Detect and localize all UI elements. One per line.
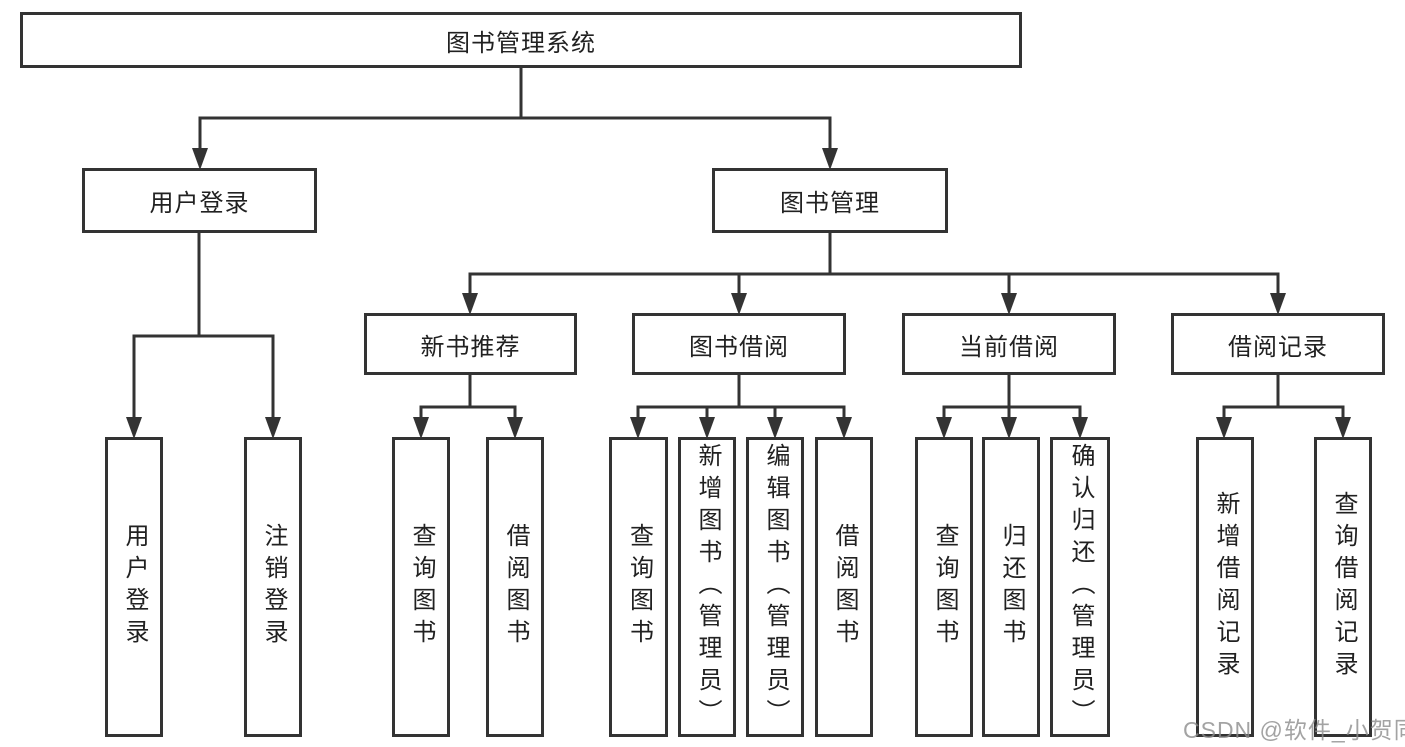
node-label: 当前借阅	[959, 333, 1059, 361]
arrowhead-icon	[462, 293, 478, 315]
arrowhead-icon	[822, 148, 838, 170]
node-edit-book-admin: 编辑图书（管理员）	[746, 437, 804, 737]
node-search-books-recommend: 查询图书	[392, 437, 450, 737]
node-label: 借阅记录	[1228, 333, 1328, 361]
arrowhead-icon	[936, 417, 952, 439]
arrowhead-icon	[1001, 293, 1017, 315]
node-add-book-admin: 新增图书（管理员）	[678, 437, 736, 737]
node-search-books-borrowing: 查询图书	[609, 437, 668, 737]
arrowhead-icon	[1270, 293, 1286, 315]
arrowhead-icon	[1335, 417, 1351, 439]
arrowhead-icon	[630, 417, 646, 439]
node-label: 确认归还（管理员）	[1067, 443, 1094, 731]
node-label: 归还图书	[998, 523, 1025, 651]
node-return-book: 归还图书	[982, 437, 1040, 737]
node-borrow-books-borrowing: 借阅图书	[815, 437, 873, 737]
node-logout: 注销登录	[244, 437, 302, 737]
node-borrowing-records: 借阅记录	[1171, 313, 1385, 375]
node-label: 注销登录	[260, 523, 287, 651]
node-label: 借阅图书	[831, 523, 858, 651]
node-current-borrowing: 当前借阅	[902, 313, 1116, 375]
node-borrow-books-recommend: 借阅图书	[486, 437, 544, 737]
arrowhead-icon	[699, 417, 715, 439]
watermark: CSDN @软件_小贺同学	[1183, 717, 1405, 743]
arrowhead-icon	[192, 148, 208, 170]
node-label: 图书借阅	[689, 333, 789, 361]
node-book-borrowing: 图书借阅	[632, 313, 846, 375]
node-add-borrow-record: 新增借阅记录	[1196, 437, 1254, 737]
arrowhead-icon	[507, 417, 523, 439]
node-label: 查询图书	[931, 523, 958, 651]
node-label: 新增借阅记录	[1212, 491, 1239, 683]
arrowhead-icon	[126, 417, 142, 439]
node-label: 查询图书	[408, 523, 435, 651]
node-book-management: 图书管理	[712, 168, 948, 233]
arrowhead-icon	[767, 417, 783, 439]
arrowhead-icon	[265, 417, 281, 439]
node-label: 用户登录	[121, 523, 148, 651]
arrowhead-icon	[1216, 417, 1232, 439]
node-library-management-system: 图书管理系统	[20, 12, 1022, 68]
node-label: 图书管理	[780, 190, 880, 217]
arrowhead-icon	[413, 417, 429, 439]
node-label: 编辑图书（管理员）	[762, 443, 789, 731]
arrowhead-icon	[1001, 417, 1017, 439]
arrowhead-icon	[731, 293, 747, 315]
node-label: 图书管理系统	[446, 29, 596, 57]
node-confirm-return-admin: 确认归还（管理员）	[1050, 437, 1110, 737]
node-label: 查询图书	[625, 523, 653, 651]
arrowhead-icon	[836, 417, 852, 439]
arrowhead-icon	[1072, 417, 1088, 439]
node-label: 新书推荐	[420, 333, 521, 361]
node-label: 借阅图书	[502, 523, 529, 651]
node-search-borrow-record: 查询借阅记录	[1314, 437, 1372, 737]
node-label: 用户登录	[149, 190, 250, 217]
node-label: 新增图书（管理员）	[694, 443, 721, 731]
node-label: 查询借阅记录	[1330, 491, 1357, 683]
node-new-book-recommendation: 新书推荐	[364, 313, 577, 375]
node-search-books-current: 查询图书	[915, 437, 973, 737]
node-user-login-leaf: 用户登录	[105, 437, 163, 737]
node-user-login: 用户登录	[82, 168, 317, 233]
